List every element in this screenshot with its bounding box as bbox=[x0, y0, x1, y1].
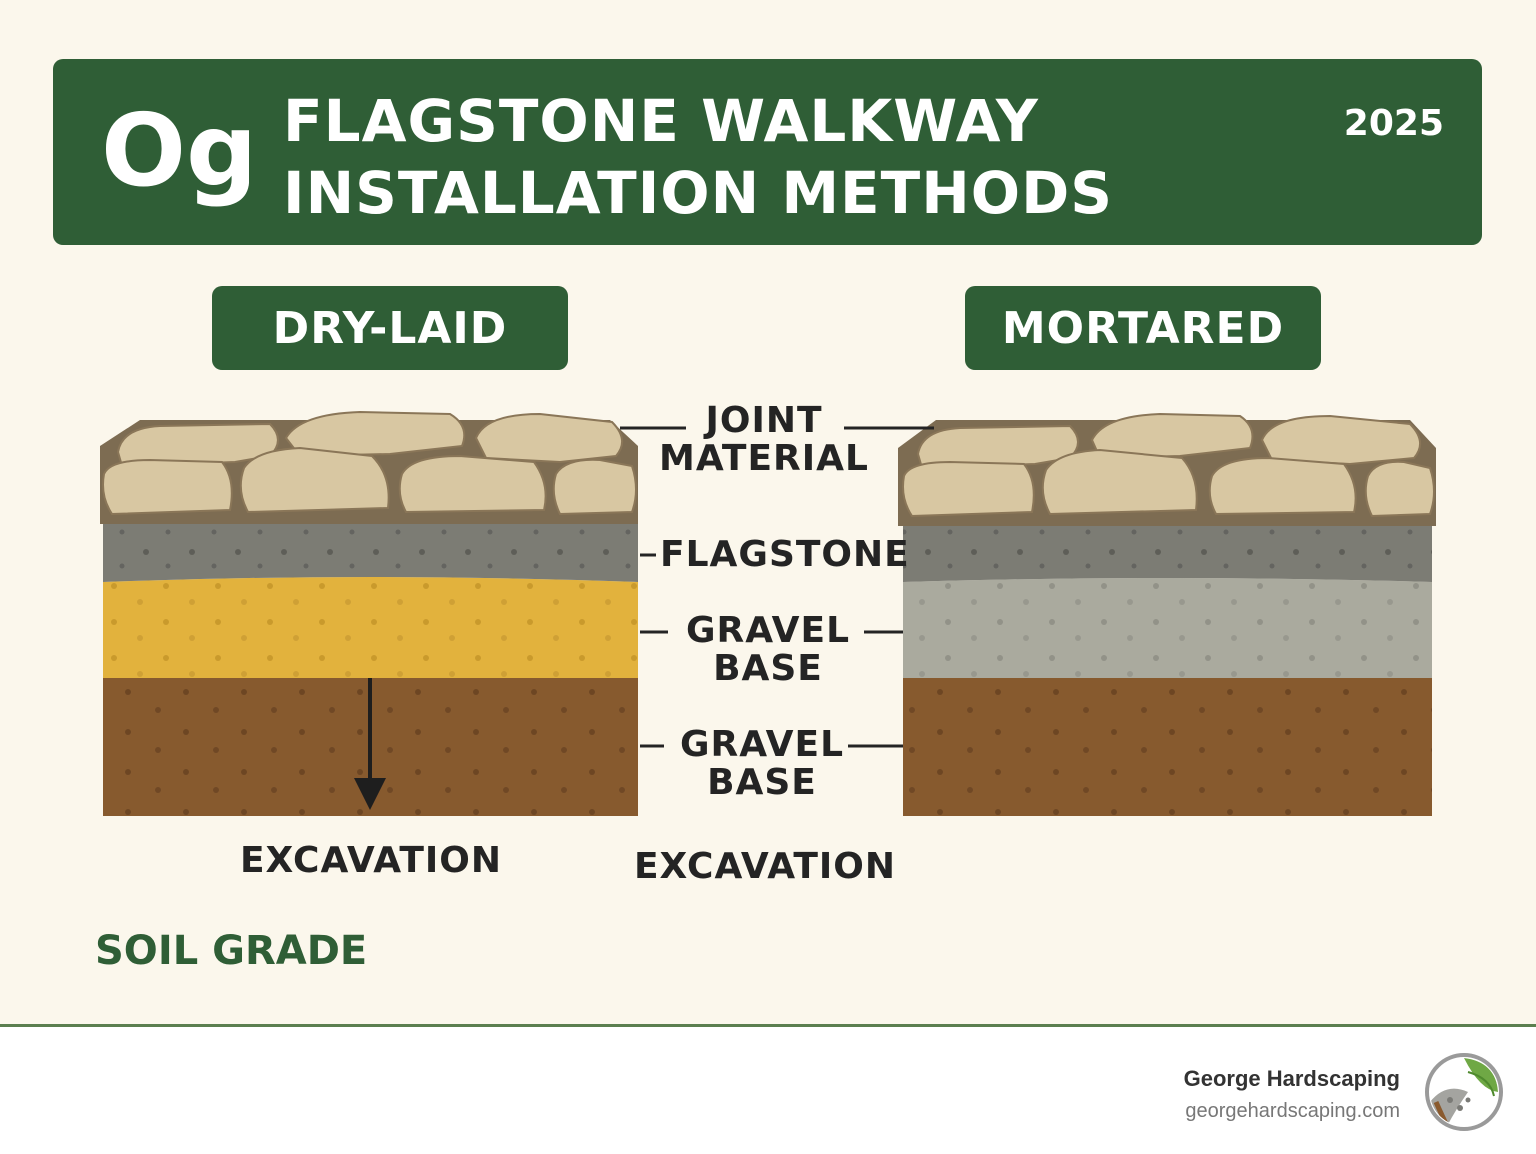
mortared-label: MORTARED bbox=[965, 286, 1321, 370]
flagstone-label: FLAGSTONE bbox=[660, 534, 910, 575]
mortared-section bbox=[898, 412, 1436, 816]
soil-grade-label: SOIL GRADE bbox=[95, 928, 368, 974]
gravel-base-label-2: GRAVEL BASE bbox=[679, 724, 845, 803]
gravel-base-label-1: GRAVEL BASE bbox=[685, 610, 851, 689]
dry-laid-section bbox=[100, 410, 638, 816]
company-name: George Hardscaping bbox=[1183, 1066, 1400, 1091]
title-line-2: INSTALLATION METHODS bbox=[283, 159, 1113, 227]
company-badge-icon bbox=[1425, 1053, 1503, 1131]
company-website: georgehardscaping.com bbox=[1185, 1100, 1400, 1122]
logo-text: Og bbox=[101, 97, 249, 207]
title-line-1: FLAGSTONE WALKWAY bbox=[283, 87, 1039, 155]
footer bbox=[0, 1027, 1536, 1154]
title-banner: Og FLAGSTONE WALKWAY INSTALLATION METHOD… bbox=[53, 59, 1482, 245]
page-title: FLAGSTONE WALKWAY INSTALLATION METHODS bbox=[283, 85, 1113, 229]
leader-lines bbox=[620, 426, 934, 748]
excavation-label-left: EXCAVATION bbox=[239, 840, 503, 881]
joint-material-label: JOINT MATERIAL bbox=[659, 400, 869, 479]
excavation-label-center: EXCAVATION bbox=[633, 846, 897, 887]
footer-divider bbox=[0, 1024, 1536, 1027]
logo-icon: Og bbox=[101, 97, 249, 207]
dry-laid-label: DRY-LAID bbox=[212, 286, 568, 370]
year-label: 2025 bbox=[1343, 103, 1444, 144]
